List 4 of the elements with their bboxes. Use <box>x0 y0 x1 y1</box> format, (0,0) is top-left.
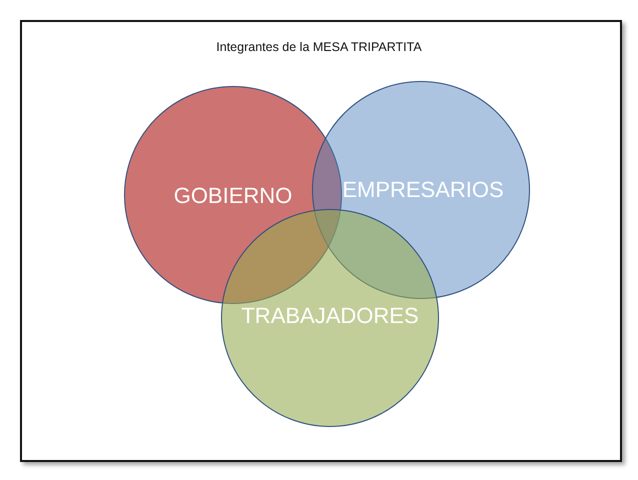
circle-label: EMPRESARIOS <box>342 177 504 203</box>
circle-label: GOBIERNO <box>174 183 292 209</box>
circle-label: TRABAJADORES <box>241 303 419 329</box>
diagram-title: Integrantes de la MESA TRIPARTITA <box>215 40 423 54</box>
